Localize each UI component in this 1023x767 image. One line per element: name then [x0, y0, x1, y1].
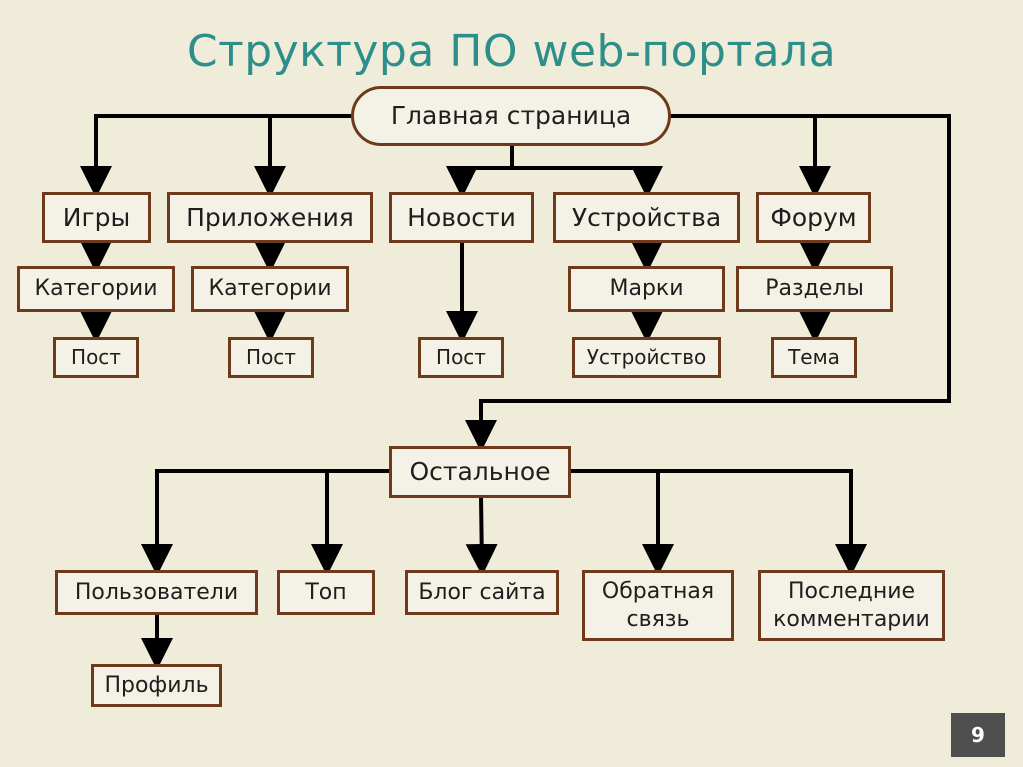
- node-feedback: Обратная связь: [582, 570, 734, 641]
- node-devices: Устройства: [553, 192, 740, 243]
- slide-title: Структура ПО web-портала: [186, 26, 837, 77]
- connector-root-other: [465, 114, 951, 452]
- connector-root-news: [446, 146, 514, 198]
- node-games-categories: Категории: [17, 266, 175, 312]
- node-top: Топ: [277, 570, 375, 615]
- page-number-badge: 9: [951, 713, 1005, 757]
- connector-other-blog: [465, 496, 498, 576]
- node-users: Пользователи: [55, 570, 258, 615]
- connector-other-feedback: [571, 469, 867, 576]
- node-other: Остальное: [389, 446, 571, 498]
- connector-root-games: [80, 114, 355, 198]
- node-blog: Блог сайта: [405, 570, 559, 615]
- node-apps-post: Пост: [228, 337, 314, 378]
- node-profile: Профиль: [91, 664, 222, 707]
- node-forum-topic: Тема: [771, 337, 857, 378]
- node-news: Новости: [389, 192, 534, 243]
- node-devices-device: Устройство: [572, 337, 721, 378]
- node-games-post: Пост: [53, 337, 139, 378]
- node-games: Игры: [42, 192, 151, 243]
- connector-other-users: [141, 469, 391, 576]
- node-comments: Последние комментарии: [758, 570, 945, 641]
- node-devices-brands: Марки: [568, 266, 725, 312]
- node-apps: Приложения: [167, 192, 373, 243]
- connector-root-forum: [668, 114, 831, 198]
- node-apps-categories: Категории: [191, 266, 349, 312]
- connector-root-devices: [512, 166, 663, 198]
- node-news-post: Пост: [418, 337, 504, 378]
- node-forum-sections: Разделы: [736, 266, 893, 312]
- root-node: Главная страница: [351, 86, 671, 146]
- node-forum: Форум: [756, 192, 871, 243]
